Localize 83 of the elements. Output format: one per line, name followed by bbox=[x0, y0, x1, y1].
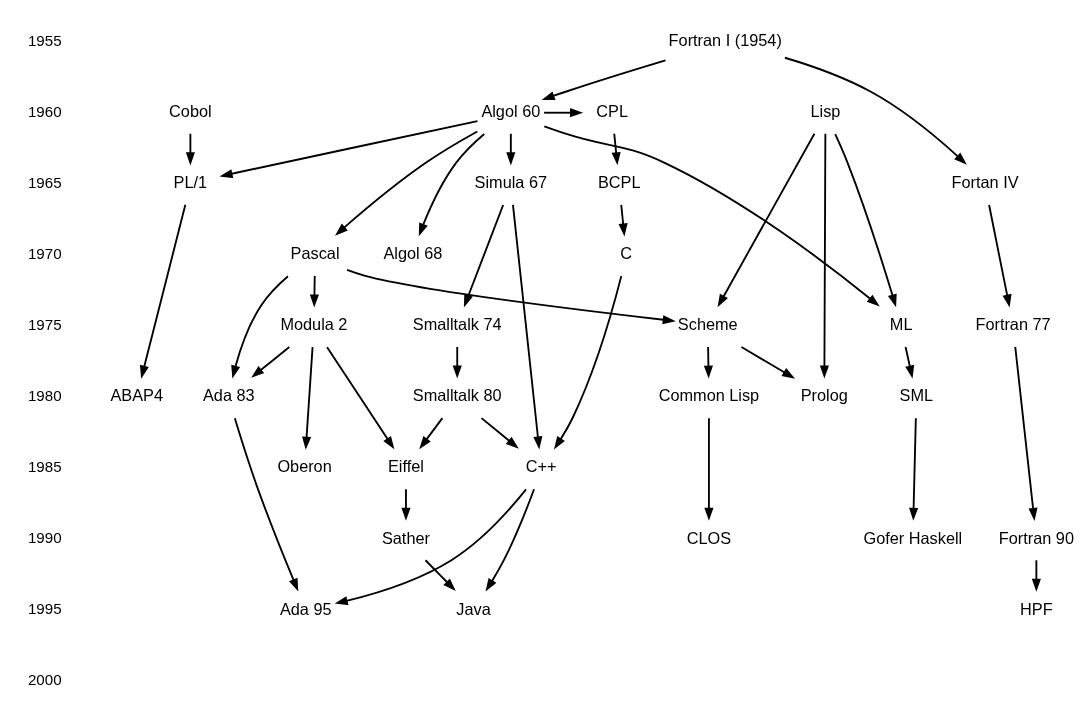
node-text: Prolog bbox=[800, 385, 848, 404]
arrow bbox=[618, 203, 628, 236]
node-text: ABAP4 bbox=[110, 385, 164, 404]
arrow bbox=[834, 132, 897, 307]
node-text: Fortan IV bbox=[951, 172, 1019, 191]
node-text: Modula 2 bbox=[280, 314, 348, 333]
arrow bbox=[463, 203, 505, 307]
arrow bbox=[784, 56, 967, 165]
node-text: CLOS bbox=[686, 528, 732, 547]
arrow bbox=[418, 132, 486, 236]
label: 1965 bbox=[27, 173, 62, 191]
arrow bbox=[512, 203, 543, 450]
label: 1955 bbox=[27, 31, 62, 49]
label: 1960 bbox=[27, 102, 62, 120]
arrow bbox=[346, 268, 676, 324]
label: 1980 bbox=[27, 386, 62, 404]
node-text: BCPL bbox=[597, 172, 641, 191]
node-text: Java bbox=[456, 599, 491, 618]
node-text: PL/1 bbox=[173, 172, 208, 191]
arrow bbox=[543, 107, 584, 117]
label: 1990 bbox=[27, 528, 62, 546]
node-text: Common Lisp bbox=[658, 385, 760, 404]
node-text: Simula 67 bbox=[474, 172, 548, 191]
arrow bbox=[611, 132, 621, 165]
arrow bbox=[1014, 345, 1038, 521]
arrow bbox=[1031, 558, 1041, 592]
node-text: C++ bbox=[525, 456, 557, 475]
arrow bbox=[904, 345, 915, 379]
node-text: Fortran I (1954) bbox=[668, 30, 782, 49]
arrow bbox=[553, 274, 623, 449]
node-text: Oberon bbox=[277, 456, 332, 475]
node-text: HPF bbox=[1020, 599, 1053, 618]
node-text: Sather bbox=[381, 528, 430, 547]
arrow bbox=[334, 487, 527, 605]
arrow bbox=[740, 345, 796, 379]
node-text: Ada 95 bbox=[279, 599, 332, 618]
node-text: Pascal bbox=[290, 243, 340, 262]
arrow bbox=[485, 487, 535, 591]
node-text: Eiffel bbox=[387, 456, 424, 475]
arrow bbox=[219, 119, 479, 178]
label: 1985 bbox=[27, 457, 62, 475]
arrow bbox=[334, 130, 479, 236]
node-text: Algol 60 bbox=[481, 101, 541, 120]
node-text: Smalltalk 80 bbox=[412, 385, 502, 404]
node-text: SML bbox=[899, 385, 934, 404]
arrow bbox=[543, 124, 880, 307]
node-text: Scheme bbox=[677, 314, 738, 333]
label: 2000 bbox=[27, 670, 62, 688]
arrow bbox=[251, 345, 291, 378]
node-text: Ada 83 bbox=[203, 385, 255, 404]
arrow bbox=[909, 416, 919, 521]
arrow bbox=[401, 487, 411, 521]
arrow bbox=[302, 345, 314, 450]
arrow bbox=[233, 416, 299, 591]
node-text: Gofer Haskell bbox=[863, 528, 963, 547]
arrow bbox=[819, 132, 829, 378]
arrow bbox=[139, 203, 187, 379]
node-text: Lisp bbox=[810, 101, 841, 120]
arrow bbox=[419, 416, 444, 449]
arrow bbox=[506, 132, 516, 165]
arrow bbox=[452, 345, 462, 379]
label: 1975 bbox=[27, 315, 62, 333]
node-text: Fortran 90 bbox=[998, 528, 1074, 547]
arrow bbox=[231, 274, 289, 379]
arrow bbox=[326, 345, 395, 449]
arrow bbox=[703, 345, 713, 379]
node-text: Fortran 77 bbox=[975, 314, 1051, 333]
node-text: ML bbox=[889, 314, 913, 333]
arrow bbox=[988, 203, 1012, 308]
arrow bbox=[185, 132, 195, 165]
arrow bbox=[309, 274, 319, 308]
arrow bbox=[424, 558, 456, 591]
node-text: Algol 68 bbox=[383, 243, 443, 262]
arrow bbox=[717, 132, 816, 307]
node-text: CPL bbox=[596, 101, 629, 120]
arrow bbox=[541, 58, 667, 100]
label: 1970 bbox=[27, 244, 62, 262]
node-text: Smalltalk 74 bbox=[412, 314, 502, 333]
node-text: Cobol bbox=[169, 101, 212, 120]
arrow bbox=[704, 416, 714, 521]
node-text: C bbox=[620, 243, 633, 262]
label: 1995 bbox=[27, 599, 62, 617]
arrow bbox=[480, 416, 519, 449]
